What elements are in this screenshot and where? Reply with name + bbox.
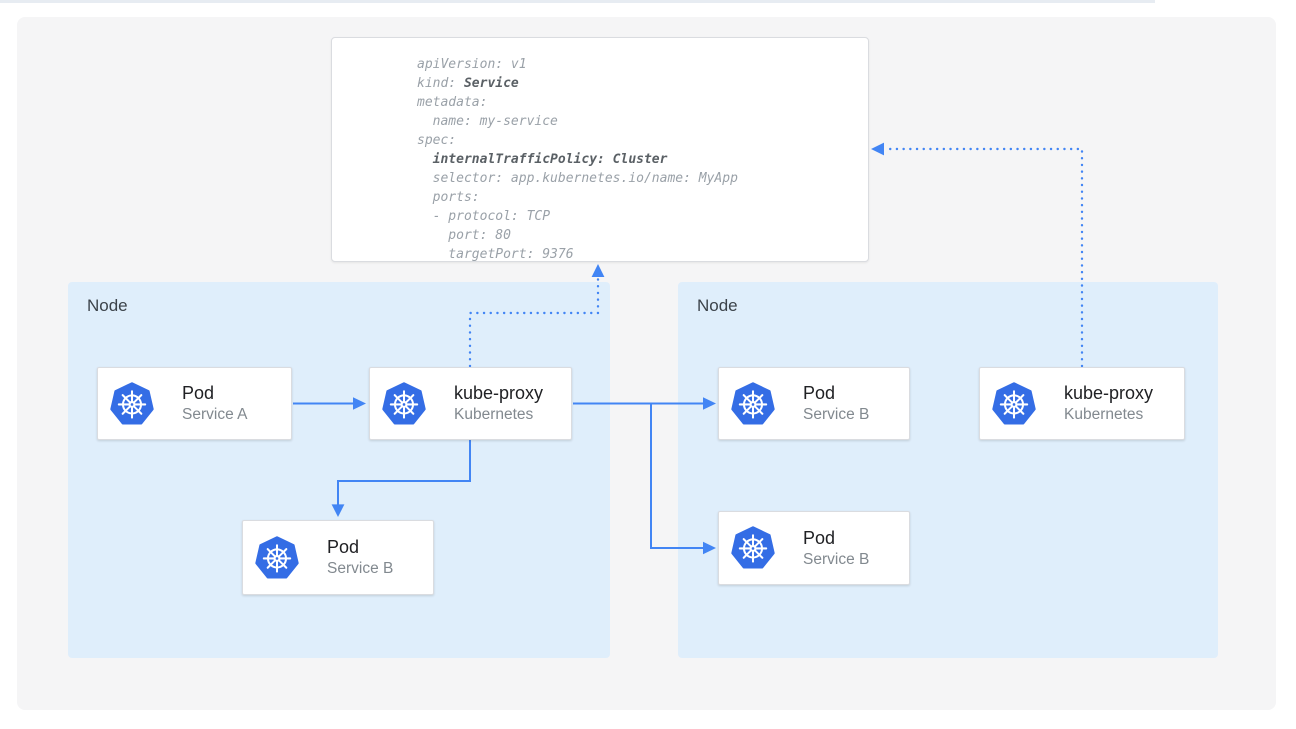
card-pod-service-b-left: Pod Service B bbox=[242, 520, 434, 595]
kubernetes-icon bbox=[110, 382, 154, 426]
card-title: kube-proxy bbox=[1064, 383, 1154, 403]
yaml-line: ports: bbox=[417, 188, 868, 207]
card-subtitle: Service B bbox=[803, 550, 870, 568]
yaml-line: - protocol: TCP bbox=[417, 207, 868, 226]
card-title: Pod bbox=[182, 383, 215, 403]
node-left-label: Node bbox=[87, 296, 128, 315]
card-text: Pod Service B bbox=[803, 382, 869, 425]
card-pod-service-a: Pod Service A bbox=[97, 367, 292, 440]
card-text: Pod Service B bbox=[327, 536, 393, 579]
page-top-divider bbox=[0, 0, 1155, 3]
service-yaml-card: apiVersion: v1 kind: Service metadata: n… bbox=[331, 37, 869, 262]
kubernetes-icon bbox=[255, 536, 299, 580]
yaml-metadata: metadata: bbox=[417, 95, 488, 110]
yaml-port: port: 80 bbox=[417, 228, 511, 243]
yaml-protocol: - protocol: TCP bbox=[417, 209, 551, 224]
card-text: kube-proxy Kubernetes bbox=[454, 382, 543, 425]
yaml-targetport: targetPort: 9376 bbox=[417, 247, 574, 262]
yaml-kind-key: kind: bbox=[417, 76, 464, 91]
yaml-spec: spec: bbox=[417, 133, 457, 148]
yaml-line: apiVersion: v1 bbox=[417, 55, 868, 74]
card-subtitle: Kubernetes bbox=[1064, 406, 1144, 423]
node-left: Node bbox=[68, 282, 610, 658]
kubernetes-icon bbox=[992, 382, 1036, 426]
card-title: kube-proxy bbox=[454, 383, 544, 403]
yaml-line: internalTrafficPolicy: Cluster bbox=[417, 150, 868, 169]
kubernetes-icon bbox=[382, 382, 426, 426]
card-title: Pod bbox=[327, 537, 360, 557]
yaml-line: name: my-service bbox=[417, 112, 868, 131]
card-title: Pod bbox=[803, 383, 836, 403]
yaml-indent bbox=[417, 152, 433, 167]
yaml-name: name: my-service bbox=[417, 114, 558, 129]
yaml-line: port: 80 bbox=[417, 226, 868, 245]
card-subtitle: Service B bbox=[327, 560, 394, 577]
card-pod-service-b-right-top: Pod Service B bbox=[718, 367, 910, 440]
kubernetes-icon bbox=[731, 526, 775, 570]
kubernetes-icon bbox=[731, 382, 775, 426]
yaml-line: spec: bbox=[417, 131, 868, 150]
card-text: Pod Service B bbox=[803, 527, 869, 570]
yaml-ports: ports: bbox=[417, 190, 480, 205]
card-pod-service-b-right-bottom: Pod Service B bbox=[718, 511, 910, 585]
yaml-selector: selector: app.kubernetes.io/name: MyApp bbox=[417, 171, 738, 186]
yaml-line: targetPort: 9376 bbox=[417, 245, 868, 264]
yaml-line: metadata: bbox=[417, 93, 868, 112]
yaml-apiversion: apiVersion: v1 bbox=[417, 57, 527, 72]
yaml-kind-value: Service bbox=[463, 76, 519, 91]
card-text: Pod Service A bbox=[182, 382, 247, 425]
card-title: Pod bbox=[803, 527, 836, 548]
yaml-line: kind: Service bbox=[417, 74, 868, 93]
node-right: Node bbox=[678, 282, 1218, 658]
yaml-line: selector: app.kubernetes.io/name: MyApp bbox=[417, 169, 868, 188]
card-subtitle: Service A bbox=[182, 406, 248, 423]
card-subtitle: Service B bbox=[803, 406, 870, 423]
card-text: kube-proxy Kubernetes bbox=[1064, 382, 1153, 425]
card-kube-proxy-right: kube-proxy Kubernetes bbox=[979, 367, 1185, 440]
card-kube-proxy-left: kube-proxy Kubernetes bbox=[369, 367, 572, 440]
yaml-internal-traffic-policy: internalTrafficPolicy: Cluster bbox=[432, 152, 668, 167]
node-right-label: Node bbox=[697, 296, 738, 315]
card-subtitle: Kubernetes bbox=[454, 406, 534, 423]
